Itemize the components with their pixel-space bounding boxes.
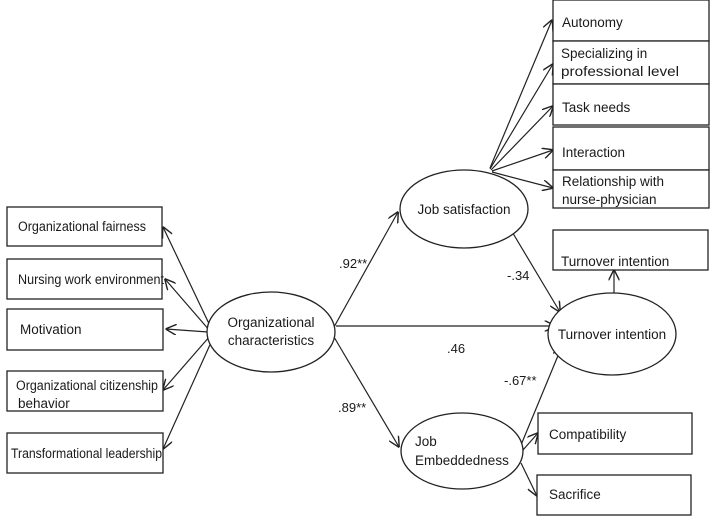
latent-label-js: Job satisfaction xyxy=(417,202,510,217)
indicator-box-org-fairness xyxy=(6,206,163,247)
coef-org-je: .89** xyxy=(338,400,366,415)
indicator-box-leadership xyxy=(6,432,164,474)
latent-ellipse-je xyxy=(400,412,524,490)
coef-js-ti: -.34 xyxy=(507,268,529,283)
indicator-box-citizenship xyxy=(6,370,164,412)
indicator-box-turnover xyxy=(552,229,709,271)
indicator-label-compatibility: Compatibility xyxy=(549,427,627,442)
indicator-label-autonomy: Autonomy xyxy=(562,15,623,30)
indicator-label-turnover: Turnover intention xyxy=(561,254,669,269)
arrow-js-ti xyxy=(510,229,560,312)
indicator-label-specializing-2: professional level xyxy=(561,64,679,79)
latent-label-je-2: Embeddedness xyxy=(415,453,509,468)
latent-label-org-2: characteristics xyxy=(228,333,315,348)
arrow-js-autonomy xyxy=(489,20,552,169)
arrow-js-specializing xyxy=(489,64,553,170)
coef-org-ti: .46 xyxy=(447,341,465,356)
arrow-je-sacrifice xyxy=(520,462,537,496)
arrow-org-js xyxy=(333,212,398,328)
indicator-box-autonomy xyxy=(552,0,710,42)
indicator-label-leadership: Transformational leadership xyxy=(11,446,162,461)
indicator-box-sacrifice xyxy=(536,474,692,516)
arrow-org-je xyxy=(333,336,399,447)
indicator-label-org-fairness: Organizational fairness xyxy=(18,219,146,234)
arrow-org-leadership xyxy=(163,337,214,449)
indicator-label-interaction: Interaction xyxy=(562,145,625,160)
latent-ellipse-org xyxy=(206,291,336,373)
indicator-label-nursing-env: Nursing work environment xyxy=(18,272,164,287)
indicator-label-relationship-1: Relationship with xyxy=(562,174,664,189)
indicator-label-citizenship-2: behavior xyxy=(18,396,70,411)
arrow-js-interaction xyxy=(491,150,553,172)
latent-ellipse-ti xyxy=(547,292,677,376)
latent-label-je-1: Job xyxy=(415,434,437,449)
indicator-box-nursing-env xyxy=(6,258,163,300)
arrow-je-ti xyxy=(520,346,562,446)
coef-je-ti: -.67** xyxy=(504,373,537,388)
indicator-label-taskneeds: Task needs xyxy=(562,100,631,115)
arrow-org-fairness xyxy=(163,227,213,331)
indicator-label-sacrifice: Sacrifice xyxy=(549,487,601,502)
indicator-box-motivation xyxy=(6,308,164,351)
indicator-label-motivation: Motivation xyxy=(20,322,82,337)
indicator-box-compatibility xyxy=(537,412,693,455)
arrow-je-compatibility xyxy=(522,433,538,451)
arrow-js-relationship xyxy=(491,171,553,188)
indicator-box-taskneeds xyxy=(552,83,710,126)
latent-label-ti: Turnover intention xyxy=(558,327,666,342)
coef-org-js: .92** xyxy=(339,256,367,271)
indicator-label-relationship-2: nurse-physician xyxy=(562,192,657,207)
arrow-js-taskneeds xyxy=(490,106,553,171)
latent-label-org-1: Organizational xyxy=(227,315,314,330)
arrow-org-nursing-env xyxy=(165,279,211,332)
arrow-org-citizenship xyxy=(163,335,211,390)
indicator-box-relationship xyxy=(552,169,710,209)
indicator-label-citizenship-1: Organizational citizenship xyxy=(16,378,158,393)
latent-ellipse-js xyxy=(399,169,529,249)
arrow-org-motivation xyxy=(166,329,209,332)
indicator-label-specializing-1: Specializing in xyxy=(561,46,647,61)
indicator-box-interaction xyxy=(552,126,710,171)
